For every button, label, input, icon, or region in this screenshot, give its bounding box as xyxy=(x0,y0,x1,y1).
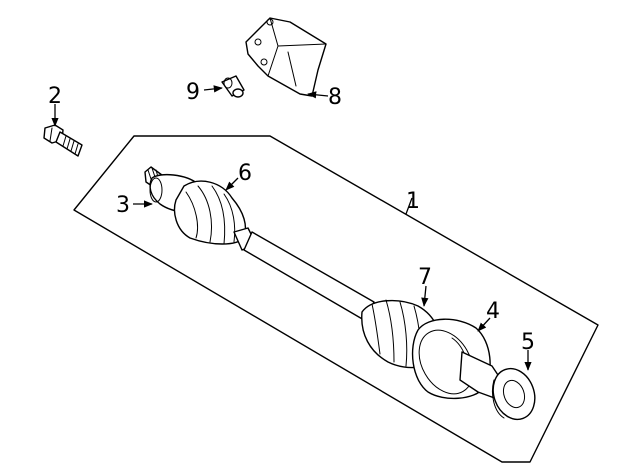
heat-shield-part xyxy=(245,17,327,97)
callout-3: 3 xyxy=(116,193,130,218)
callout-4: 4 xyxy=(486,299,500,324)
callout-1: 1 xyxy=(406,189,420,214)
assembly-outline xyxy=(73,135,599,463)
callout-8: 8 xyxy=(328,85,342,110)
leader-6 xyxy=(225,177,239,191)
bolt-part xyxy=(43,124,83,157)
leader-8 xyxy=(307,91,329,99)
leader-9 xyxy=(203,85,223,93)
leader-4 xyxy=(477,317,491,332)
leader-7 xyxy=(421,285,429,307)
leader-1 xyxy=(405,197,413,215)
callout-9: 9 xyxy=(186,80,200,105)
callout-7: 7 xyxy=(418,265,432,290)
callout-5: 5 xyxy=(521,330,535,355)
cap-nut-part xyxy=(221,75,245,98)
callout-6: 6 xyxy=(238,161,252,186)
axle-shaft-assembly xyxy=(144,166,536,421)
callout-2: 2 xyxy=(48,84,62,109)
